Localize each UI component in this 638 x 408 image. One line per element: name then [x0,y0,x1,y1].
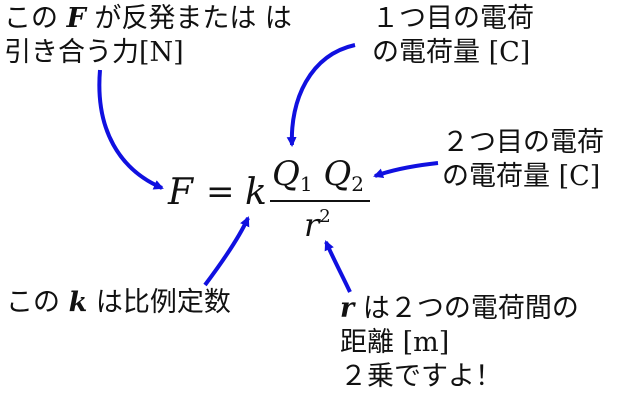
charge1-line1: １つ目の電荷 [372,3,534,34]
charge2-line2: の電荷量 [442,161,559,192]
constant-text-post: は比例定数 [87,287,231,318]
charge1-unit: [C] [488,37,531,68]
arrow-charge1 [286,43,356,147]
constant-symbol: k [68,287,88,318]
formula-constant-symbol: k [245,172,267,213]
force-symbol: F [66,3,86,34]
distance-text-line2: 距離 [340,327,403,358]
charge2-line1: ２つ目の電荷 [442,127,604,158]
annotation-charge1: １つ目の電荷 の電荷量 [C] [372,2,534,70]
coulomb-formula: F = k Q1 Q2 r2 [168,152,378,252]
formula-r-sup: 2 [319,206,331,227]
force-text-line2: 引き合う力 [4,37,139,68]
formula-numerator: Q1 Q2 [272,154,365,196]
formula-q2: Q [323,154,352,194]
distance-text-line3: ２乗ですよ！ [340,361,502,392]
distance-symbol: r [340,293,355,324]
charge2-unit: [C] [558,161,601,192]
formula-q2-sub: 2 [351,172,365,196]
formula-force-symbol: F [168,172,193,213]
annotation-constant: この k は比例定数 [6,286,231,320]
annotation-distance: r は２つの電荷間の 距離 [m] ２乗ですよ！ [340,292,579,394]
arrow-constant [203,216,250,287]
constant-text-pre: この [6,287,69,318]
distance-unit: [m] [402,327,450,358]
formula-denominator: r2 [304,206,331,244]
force-text-pre: この [4,3,67,34]
formula-q1-sub: 1 [299,172,313,196]
annotation-charge2: ２つ目の電荷 の電荷量 [C] [442,126,604,194]
force-unit: [N] [139,37,184,68]
arrow-force [97,69,164,190]
arrow-distance [324,240,352,293]
annotation-force: この F が反発または は 引き合う力[N] [4,2,292,70]
formula-q1: Q [272,154,300,194]
arrow-charge2 [373,161,439,179]
charge1-line2: の電荷量 [372,37,489,68]
distance-text-post: は２つの電荷間の [354,293,579,324]
formula-fraction-bar [270,200,370,202]
formula-equals: = [206,172,235,212]
formula-r: r [304,206,320,244]
force-text-post: が反発または は [85,3,292,34]
